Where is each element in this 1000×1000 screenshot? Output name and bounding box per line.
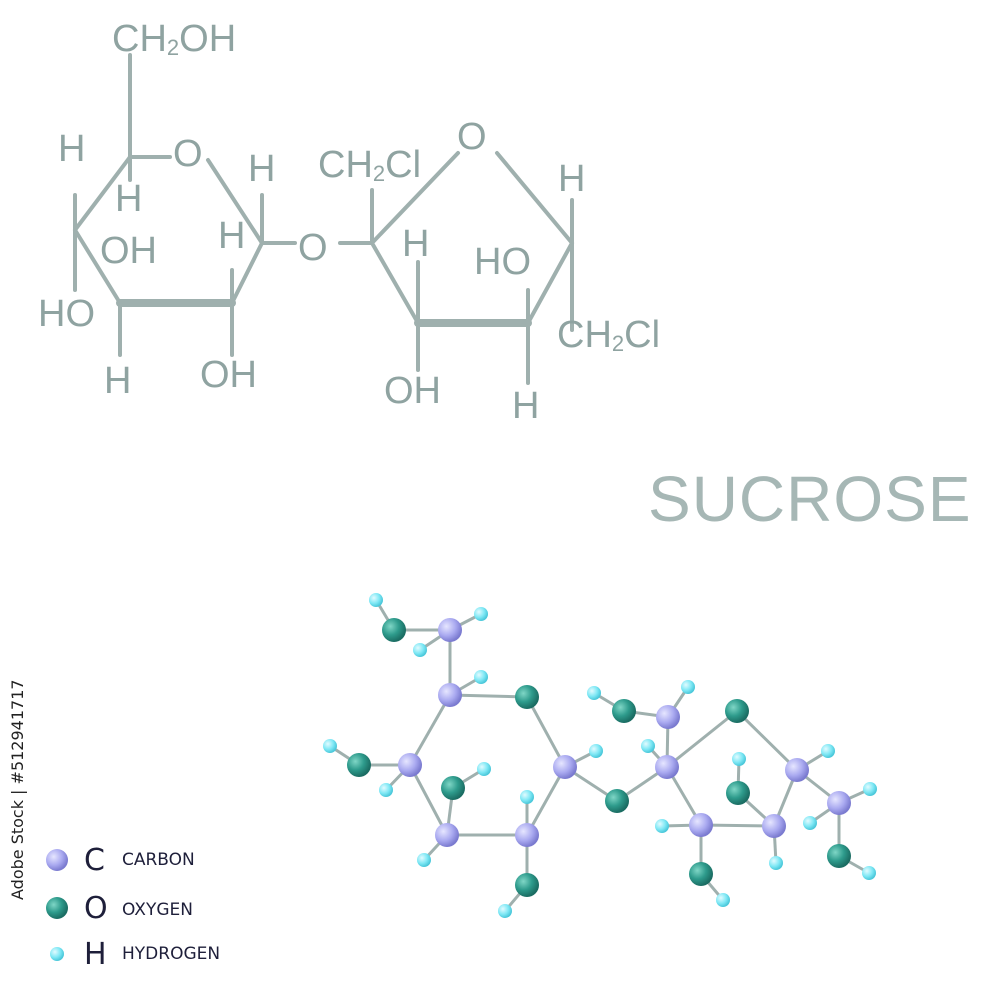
carbon-atom xyxy=(785,758,809,782)
formula-ch2cl-right: CH2Cl xyxy=(557,314,661,356)
formula-ring2-oxygen: O xyxy=(457,116,487,158)
carbon-atom xyxy=(515,823,539,847)
oxygen-atom xyxy=(515,685,539,709)
formula-oh: OH xyxy=(200,354,257,396)
legend-oxygen-swatch xyxy=(46,897,68,919)
carbon-atom xyxy=(655,755,679,779)
carbon-atom xyxy=(435,823,459,847)
oxygen-atom xyxy=(441,776,465,800)
carbon-atom xyxy=(827,791,851,815)
hydrogen-atom xyxy=(769,856,783,870)
legend-hydrogen-swatch xyxy=(50,947,64,961)
hydrogen-atom xyxy=(862,866,876,880)
hydrogen-atom xyxy=(681,680,695,694)
molecule-bond xyxy=(735,709,799,772)
hydrogen-atom xyxy=(369,593,383,607)
formula-h: H xyxy=(402,223,430,265)
oxygen-atom xyxy=(725,699,749,723)
formula-h: H xyxy=(104,360,132,402)
formula-ho: HO xyxy=(474,241,531,283)
hydrogen-atom xyxy=(477,762,491,776)
oxygen-atom xyxy=(726,781,750,805)
oxygen-atom xyxy=(827,844,851,868)
molecule-bond xyxy=(525,696,567,768)
carbon-atom xyxy=(689,813,713,837)
legend-oxygen-symbol: O xyxy=(84,891,108,926)
legend-oxygen-name: OXYGEN xyxy=(122,900,193,920)
hydrogen-atom xyxy=(589,744,603,758)
hydrogen-atom xyxy=(417,853,431,867)
hydrogen-atom xyxy=(716,893,730,907)
carbon-atom xyxy=(656,705,680,729)
formula-h: H xyxy=(558,158,586,200)
oxygen-atom xyxy=(515,873,539,897)
formula-ch2oh: CH2OH xyxy=(112,18,237,60)
hydrogen-atom xyxy=(474,607,488,621)
legend-hydrogen-symbol: H xyxy=(84,937,107,972)
hydrogen-atom xyxy=(474,670,488,684)
carbon-atom xyxy=(398,753,422,777)
molecule-title: SUCROSE xyxy=(648,463,972,535)
hydrogen-atom xyxy=(863,782,877,796)
hydrogen-atom xyxy=(379,783,393,797)
molecule-bond xyxy=(408,694,452,766)
formula-ring1-oxygen: O xyxy=(173,133,203,175)
oxygen-atom xyxy=(689,862,713,886)
hydrogen-atom xyxy=(413,643,427,657)
oxygen-atom xyxy=(382,618,406,642)
molecule-bond xyxy=(408,764,449,836)
formula-glycosidic-oxygen: O xyxy=(298,227,328,269)
molecule-bond xyxy=(666,709,738,769)
hydrogen-atom xyxy=(498,904,512,918)
hydrogen-atom xyxy=(821,744,835,758)
legend-carbon-symbol: C xyxy=(84,843,105,878)
legend-carbon-name: CARBON xyxy=(122,850,195,870)
hydrogen-atom xyxy=(732,752,746,766)
carbon-atom xyxy=(762,814,786,838)
hydrogen-atom xyxy=(323,739,337,753)
molecule-bond xyxy=(700,823,775,828)
formula-h: H xyxy=(512,385,540,427)
hydrogen-atom xyxy=(587,686,601,700)
hydrogen-atom xyxy=(803,816,817,830)
formula-oh: OH xyxy=(384,370,441,412)
structural-formula-bonds xyxy=(73,53,574,385)
molecule-bond xyxy=(525,766,567,836)
legend-hydrogen-name: HYDROGEN xyxy=(122,944,221,964)
legend-carbon-swatch xyxy=(46,849,68,871)
oxygen-atom xyxy=(605,789,629,813)
formula-h: H xyxy=(58,128,86,170)
carbon-atom xyxy=(438,683,462,707)
stock-id-text: Adobe Stock | #512941717 xyxy=(8,679,27,900)
hydrogen-atom xyxy=(655,819,669,833)
oxygen-atom xyxy=(347,753,371,777)
hydrogen-atom xyxy=(641,739,655,753)
oxygen-atom xyxy=(612,699,636,723)
formula-h: H xyxy=(218,215,246,257)
carbon-atom xyxy=(438,618,462,642)
hydrogen-atom xyxy=(520,790,534,804)
carbon-atom xyxy=(553,755,577,779)
formula-oh: OH xyxy=(100,230,157,272)
formula-ch2cl-top: CH2Cl xyxy=(318,144,422,186)
formula-h: H xyxy=(115,178,143,220)
formula-ho: HO xyxy=(38,293,95,335)
formula-h: H xyxy=(248,148,276,190)
molecule-bond xyxy=(449,693,528,699)
ball-and-stick-atoms xyxy=(323,593,877,918)
